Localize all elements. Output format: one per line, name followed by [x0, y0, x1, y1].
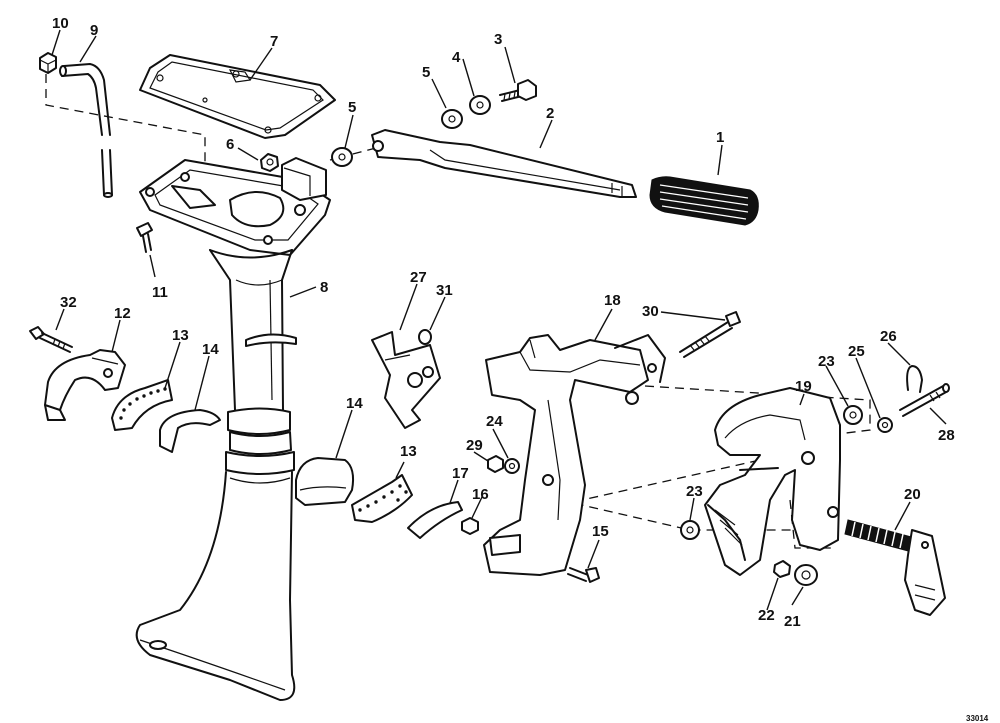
label-part-4: 4: [452, 49, 461, 66]
label-part-29: 29: [466, 437, 483, 454]
washer-5-upper: [441, 109, 463, 129]
label-part-25: 25: [848, 343, 865, 360]
label-part-31: 31: [436, 282, 453, 299]
clip-26: [906, 365, 923, 393]
label-part-30: 30: [642, 303, 659, 320]
label-part-17: 17: [452, 465, 469, 482]
screw-15: [567, 567, 600, 583]
label-part-11: 11: [152, 284, 168, 301]
label-part-26: 26: [880, 328, 897, 345]
label-part-15: 15: [592, 523, 609, 540]
label-part-5a: 5: [422, 64, 430, 81]
swivel-bracket-19: [704, 387, 841, 576]
label-part-14b: 14: [346, 395, 363, 412]
liner-14-upper: [159, 409, 221, 453]
bearing-strip-13-lower: [351, 474, 413, 523]
label-part-24: 24: [486, 413, 503, 430]
liner-14-lower: [295, 457, 355, 506]
washer-23-lower: [680, 520, 700, 540]
grip-1: [649, 176, 759, 226]
nut-16: [461, 517, 479, 535]
label-part-10: 10: [52, 15, 69, 32]
label-part-13b: 13: [400, 443, 417, 460]
nut-10: [39, 52, 57, 74]
label-part-5b: 5: [348, 99, 356, 116]
bearing-strip-13-upper: [111, 379, 173, 431]
bolt-30: [679, 311, 741, 358]
washer-4: [469, 95, 491, 115]
label-part-32: 32: [60, 294, 77, 311]
label-part-1: 1: [716, 129, 724, 146]
clamp-12: [44, 349, 126, 421]
stern-bracket-18: [483, 334, 666, 576]
screw-22: [773, 560, 791, 578]
label-part-19: 19: [795, 378, 812, 395]
washer-25: [877, 417, 893, 433]
label-part-28: 28: [938, 427, 955, 444]
gasket-7: [139, 54, 336, 139]
drawing-code: 33014: [966, 714, 989, 723]
washer-5-left: [331, 147, 353, 167]
label-part-9: 9: [90, 22, 98, 39]
nut-29: [487, 455, 504, 473]
tube-9: [59, 63, 113, 198]
label-part-18: 18: [604, 292, 621, 309]
pin-31: [418, 329, 432, 345]
leader-lines: [51, 29, 947, 611]
nut-6: [260, 153, 279, 172]
label-part-2: 2: [546, 105, 554, 122]
tiller-arm-2: [371, 129, 637, 198]
label-part-27: 27: [410, 269, 427, 286]
label-part-23a: 23: [818, 353, 835, 370]
label-part-13a: 13: [172, 327, 189, 344]
bracket-27: [371, 331, 441, 429]
label-part-22: 22: [758, 607, 775, 624]
label-part-8: 8: [320, 279, 328, 296]
bolt-32: [29, 326, 73, 353]
part-labels: 1 2 3 4 5 5 6 7 8 9 10 11 12 13 13 14 14…: [52, 15, 955, 630]
bolt-3: [499, 79, 537, 102]
label-part-23b: 23: [686, 483, 703, 500]
label-part-6: 6: [226, 136, 234, 153]
label-part-16: 16: [472, 486, 489, 503]
washer-24: [504, 458, 520, 474]
label-part-7: 7: [270, 33, 278, 50]
exhaust-housing-8: [135, 157, 331, 701]
washer-23-upper: [843, 405, 863, 425]
thumb-screw-20: [844, 519, 946, 616]
pin-28: [899, 383, 950, 417]
plate-17: [407, 501, 463, 539]
label-part-14a: 14: [202, 341, 219, 358]
label-part-20: 20: [904, 486, 921, 503]
washer-21: [794, 564, 818, 586]
label-part-3: 3: [494, 31, 502, 48]
screw-11: [136, 222, 153, 253]
label-part-12: 12: [114, 305, 131, 322]
label-part-21: 21: [784, 613, 801, 630]
